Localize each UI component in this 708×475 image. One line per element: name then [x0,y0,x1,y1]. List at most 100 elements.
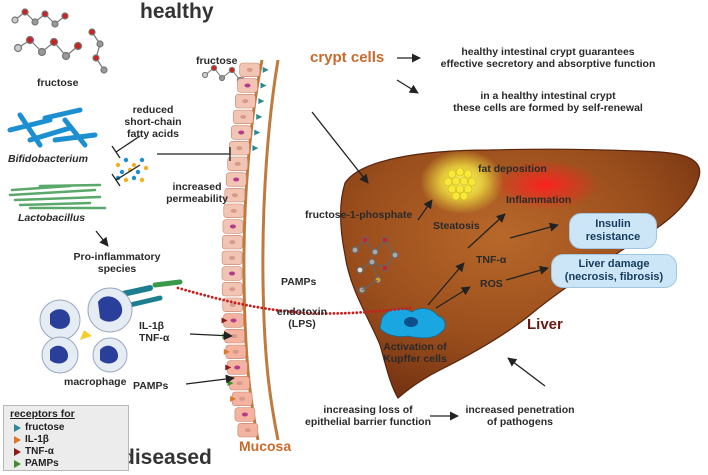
legend-label: fructose [25,422,65,433]
increased-permeability-label: increased permeability [166,181,228,206]
mucosa-cell-nucleus [233,177,240,182]
mucosa-cell-nucleus [240,114,247,119]
mucosa-cell-nucleus [230,208,237,213]
fructose-receptor-icon [252,145,259,152]
pamp-dot [389,308,393,312]
pamp-dot [359,311,362,314]
pamp-dot [252,305,256,308]
mucosa-cell-nucleus [229,271,236,276]
pamp-dot [222,298,226,302]
kupffer-label: Activation of Kupffer cells [383,341,447,366]
pamp-dot [309,311,313,315]
fructose-receptor-icon [254,129,261,136]
pamp-dot [279,309,283,312]
pamp-dot [408,306,412,310]
legend-title: receptors for [10,408,75,420]
pamp-dot [229,300,233,304]
receptor-legend: receptors for fructose IL-1β TNF-α PAMPs [3,405,129,471]
pamp-dot [218,297,222,301]
pamp-dot [332,312,336,315]
pamp-dot [404,307,408,310]
pamp-dot [305,311,309,315]
il1b-tnfa-label: IL-1β TNF-α [139,320,170,345]
pamp-dot [393,308,397,311]
pamp-dot [321,312,324,315]
pamp-dot [237,302,241,305]
endotoxin-label: endotoxin (LPS) [276,306,328,331]
macrophage-label: macrophage [64,376,127,388]
mucosa-cells [221,62,269,438]
pamp-dot [290,310,294,314]
mucosa-cell-nucleus [229,224,236,229]
penetration-label: increased penetration of pathogens [465,404,575,429]
mucosa-cell-nucleus [236,381,243,386]
pamp-dot [195,291,199,295]
receptor-marker-icon [14,423,21,432]
mucosa-cell-nucleus [246,67,253,72]
fructose-receptor-icon [262,66,269,73]
cytokine-receptor-icon [221,317,228,324]
crypt-cells-label: crypt cells [310,49,385,66]
pamp-dot [343,311,347,315]
bifidobacterium-label: Bifidobacterium [8,153,88,165]
liver-damage-bubble: Liver damage (necrosis, fibrosis) [551,254,677,288]
mucosa-cell-nucleus [238,130,245,135]
mucosa-cell-nucleus [229,255,236,260]
pamps-mid-label: PAMPs [281,276,317,288]
pamp-dot [370,310,374,313]
fructose-receptor-icon [258,98,265,105]
pamp-dot [317,312,321,315]
mucosa-cell-nucleus [232,349,239,354]
inflammation-glow [490,160,600,210]
mucosa-cell-nucleus [230,318,237,323]
pamp-dot [214,296,218,300]
cytokine-receptor-icon [223,348,230,355]
pamp-dot [203,293,207,297]
pamp-dot [188,289,191,293]
receptor-marker-icon [14,459,21,468]
pamp-dot [355,311,359,315]
macrophage-icon [39,287,133,374]
pamp-dot [283,309,286,313]
pamp-dot [328,312,332,315]
pamp-dot [275,308,279,312]
pamp-dot [248,304,252,308]
pro-inflammatory-label: Pro-inflammatory species [73,251,161,276]
pamp-dot [401,307,404,311]
kupffer-nucleus [404,317,418,327]
fat-droplets-icon [443,167,477,201]
pamp-dot [180,287,184,291]
mucosa-label: Mucosa [239,438,292,454]
mucosa-cell-nucleus [229,287,236,292]
healthy-heading: healthy [140,0,214,23]
pamp-dot [363,310,366,314]
pamp-dot [184,288,188,292]
loss-barrier-label: increasing loss of epithelial barrier fu… [304,404,432,429]
fructose-receptor-icon [260,82,267,89]
pamp-dot [256,305,260,309]
legend-item-tnfa: TNF-α [14,446,54,457]
ros-label: ROS [480,278,503,290]
legend-item-pamps: PAMPs [14,458,59,469]
pamp-dot [298,311,302,314]
pamp-dot [378,309,381,313]
inflammation-label: Inflammation [506,194,572,206]
fructose-label: fructose [37,77,79,89]
receptor-marker-icon [14,435,21,444]
cytokine-receptor-icon [230,395,237,402]
pamp-dot [191,290,195,294]
mucosa-cell-nucleus [244,83,251,88]
pamp-dot [226,299,229,303]
pamp-dot [286,310,290,313]
crypt-note-1: healthy intestinal crypt guarantees effe… [440,46,656,71]
pamp-dot [351,311,355,315]
mucosa-cell-nucleus [241,412,248,417]
legend-item-fructose: fructose [14,422,64,433]
pamp-dot [245,303,248,307]
mucosa-cell-nucleus [236,146,243,151]
pamp-dot [385,308,389,312]
mucosa-cell-nucleus [231,193,238,198]
mucosa-cell-nucleus [244,428,251,433]
